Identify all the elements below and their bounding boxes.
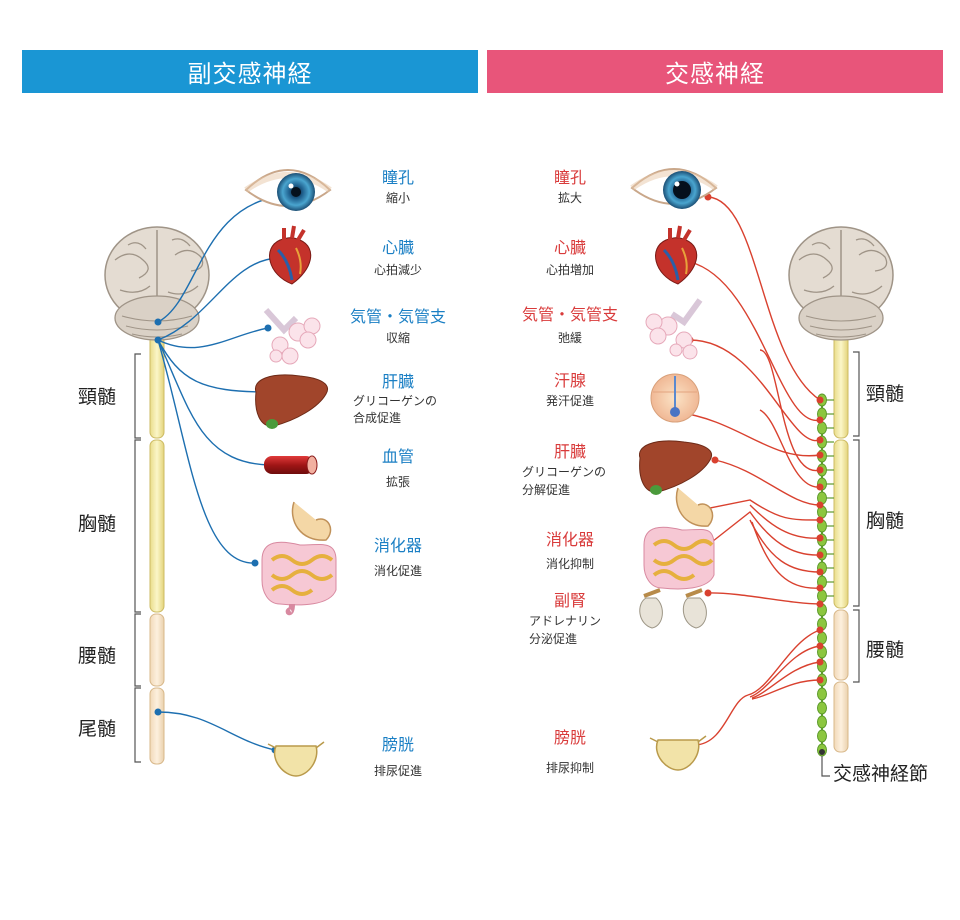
- liver-icon: [255, 374, 328, 429]
- symp-trachea-effect: 弛緩: [558, 331, 582, 345]
- nerve-endpoint: [816, 396, 824, 404]
- nerve-endpoint: [816, 483, 824, 491]
- para-pupil-name: 瞳孔: [382, 168, 414, 187]
- symp-pupil-name: 瞳孔: [554, 168, 586, 187]
- region-label-thoracic-right: 胸髄: [866, 510, 904, 532]
- symp-pupil-effect: 拡大: [558, 191, 582, 205]
- region-brackets-right: [821, 351, 860, 777]
- nerve-endpoint: [816, 534, 824, 542]
- sympathetic-panel: 頸髄 胸髄 腰髄 交感神経節: [522, 168, 928, 785]
- para-liver-effect-1: グリコーゲンの: [353, 394, 437, 408]
- lung-icon: [645, 298, 703, 360]
- intestine-icon: [261, 501, 337, 616]
- symp-heart-name: 心臓: [554, 238, 586, 257]
- symp-adrenal-effect-1: アドレナリン: [529, 614, 601, 628]
- parasympathetic-panel: 頸髄 胸髄 腰髄 尾髄: [78, 168, 446, 778]
- heart-icon: [269, 225, 312, 285]
- nerve-endpoint: [816, 568, 824, 576]
- nerve-endpoint: [816, 642, 824, 650]
- symp-digest-name: 消化器: [546, 530, 594, 549]
- symp-trachea-name: 気管・気管支: [522, 305, 618, 324]
- symp-adrenal-effect-2: 分泌促進: [529, 632, 577, 646]
- para-trachea-effect: 収縮: [386, 330, 410, 345]
- region-label-thoracic: 胸髄: [78, 513, 116, 535]
- ganglion: [817, 631, 827, 645]
- nerve-endpoint: [816, 436, 824, 444]
- nerve-endpoint: [816, 451, 824, 459]
- ganglion: [817, 729, 827, 743]
- symp-bladder-effect: 排尿抑制: [546, 760, 594, 775]
- region-label-cervical-right: 頸髄: [866, 383, 904, 405]
- para-digest-effect: 消化促進: [374, 564, 422, 578]
- nerve-endpoint: [816, 551, 824, 559]
- nerve-endpoint: [816, 676, 824, 684]
- para-pupil-effect: 縮小: [386, 190, 410, 205]
- region-label-lumbar-right: 腰髄: [866, 639, 904, 661]
- para-digest-name: 消化器: [374, 536, 422, 555]
- eye-icon: [630, 168, 718, 209]
- para-liver-name: 肝臓: [382, 372, 414, 391]
- stomach-icon: [675, 487, 714, 527]
- heart-icon: [655, 225, 698, 285]
- nerve-endpoint: [816, 516, 824, 524]
- eye-icon: [244, 169, 332, 211]
- symp-bladder-name: 膀胱: [554, 728, 586, 747]
- sympathetic-banner: 交感神経: [487, 50, 943, 93]
- nerve-endpoint: [816, 584, 824, 592]
- para-trachea-name: 気管・気管支: [350, 307, 446, 326]
- sweat-gland-icon: [650, 373, 700, 423]
- ganglion: [817, 687, 827, 701]
- intestine-icon: [643, 526, 715, 590]
- para-bladder-name: 膀胱: [382, 735, 414, 754]
- ganglion-label: 交感神経節: [833, 763, 928, 785]
- parasympathetic-banner: 副交感神経: [22, 50, 478, 93]
- ganglion: [817, 421, 827, 435]
- symp-sweat-name: 汗腺: [554, 371, 586, 390]
- ganglion: [817, 589, 827, 603]
- para-vessel-name: 血管: [382, 447, 414, 466]
- para-vessel-effect: 拡張: [386, 475, 410, 489]
- region-label-sacral: 尾髄: [78, 718, 116, 740]
- liver-icon: [639, 440, 712, 495]
- spinal-cord-icon: [149, 317, 165, 765]
- blood-vessel-icon: [264, 455, 318, 475]
- spinal-cord-icon: [833, 317, 849, 753]
- nerve-endpoint: [816, 466, 824, 474]
- region-brackets-left: [134, 353, 141, 763]
- para-heart-name: 心臓: [382, 238, 414, 257]
- parasympathetic-nerves: [157, 194, 291, 751]
- symp-sweat-effect: 発汗促進: [546, 394, 594, 408]
- symp-liver-effect-1: グリコーゲンの: [522, 465, 606, 479]
- nerve-endpoint: [816, 501, 824, 509]
- brain-icon: [788, 226, 894, 341]
- symp-liver-name: 肝臓: [554, 442, 586, 461]
- para-bladder-effect: 排尿促進: [374, 764, 422, 778]
- nerve-endpoint: [816, 658, 824, 666]
- symp-digest-effect: 消化抑制: [546, 556, 594, 571]
- region-label-cervical: 頸髄: [78, 386, 116, 408]
- sympathetic-ganglion-chain: [817, 393, 834, 757]
- symp-liver-effect-2: 分解促進: [522, 483, 570, 497]
- para-heart-effect: 心拍減少: [374, 262, 422, 277]
- ganglion: [817, 715, 827, 729]
- brain-icon: [104, 226, 210, 341]
- para-liver-effect-2: 合成促進: [353, 410, 401, 425]
- symp-adrenal-name: 副腎: [554, 591, 586, 610]
- bladder-icon: [267, 741, 325, 777]
- lung-icon: [263, 307, 321, 365]
- symp-heart-effect: 心拍増加: [546, 262, 594, 277]
- region-label-lumbar: 腰髄: [78, 645, 116, 667]
- sympathetic-nerves: [675, 196, 821, 746]
- nerve-endpoint: [816, 626, 824, 634]
- nerve-endpoint: [816, 416, 824, 424]
- adrenal-icon: [639, 588, 707, 629]
- bladder-icon: [649, 735, 707, 771]
- ganglion: [817, 701, 827, 715]
- nerve-endpoint: [816, 600, 824, 608]
